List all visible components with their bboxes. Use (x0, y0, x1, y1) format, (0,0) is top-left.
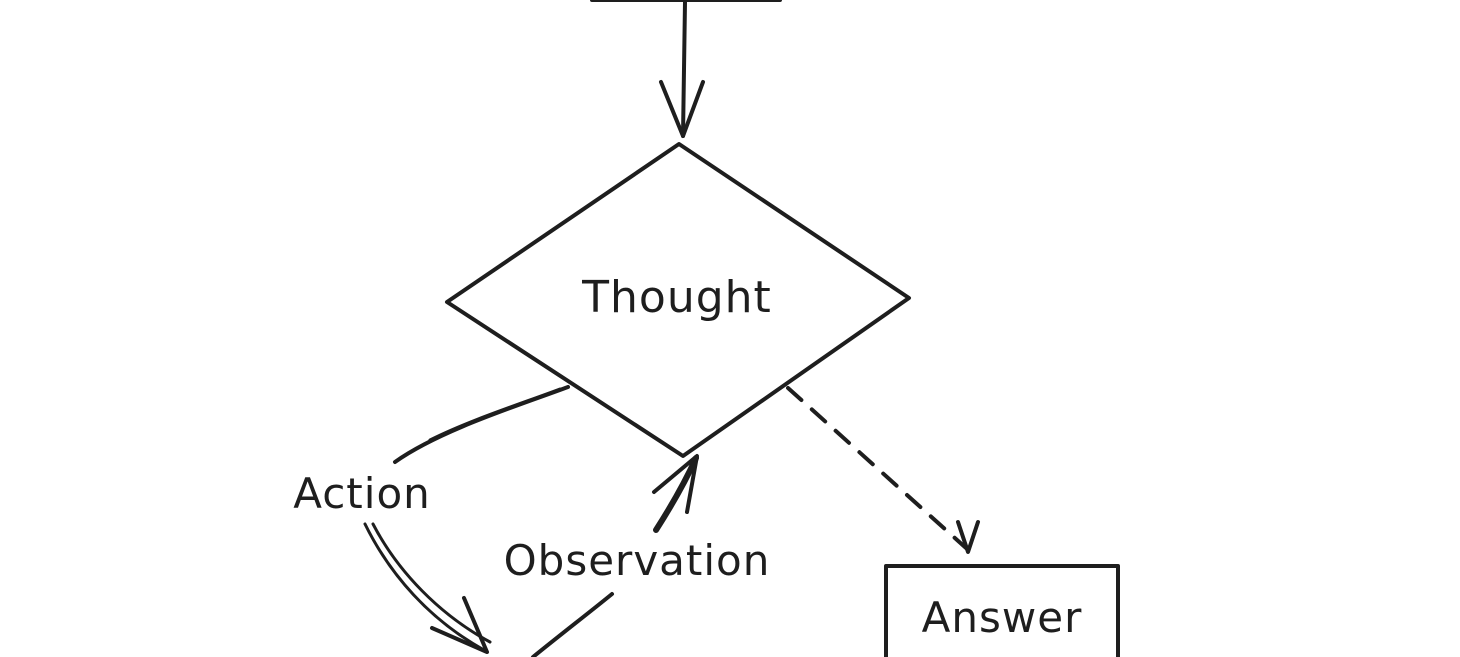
action-arrowhead (430, 596, 489, 654)
answer-label: Answer (922, 593, 1083, 642)
entry-arrow (659, 0, 705, 138)
action-label: Action (293, 469, 431, 518)
answer-node: Answer (884, 564, 1120, 657)
action-edge: Action (293, 385, 570, 654)
thought-diamond (445, 142, 911, 458)
answer-edge (786, 386, 980, 554)
observation-arrowhead (652, 454, 699, 514)
observation-edge: Observation (504, 454, 771, 657)
thought-label: Thought (581, 272, 772, 323)
observation-label: Observation (504, 536, 771, 585)
answer-arrowhead (956, 520, 980, 554)
thought-node: Thought (445, 142, 911, 458)
answer-box (884, 564, 1120, 657)
